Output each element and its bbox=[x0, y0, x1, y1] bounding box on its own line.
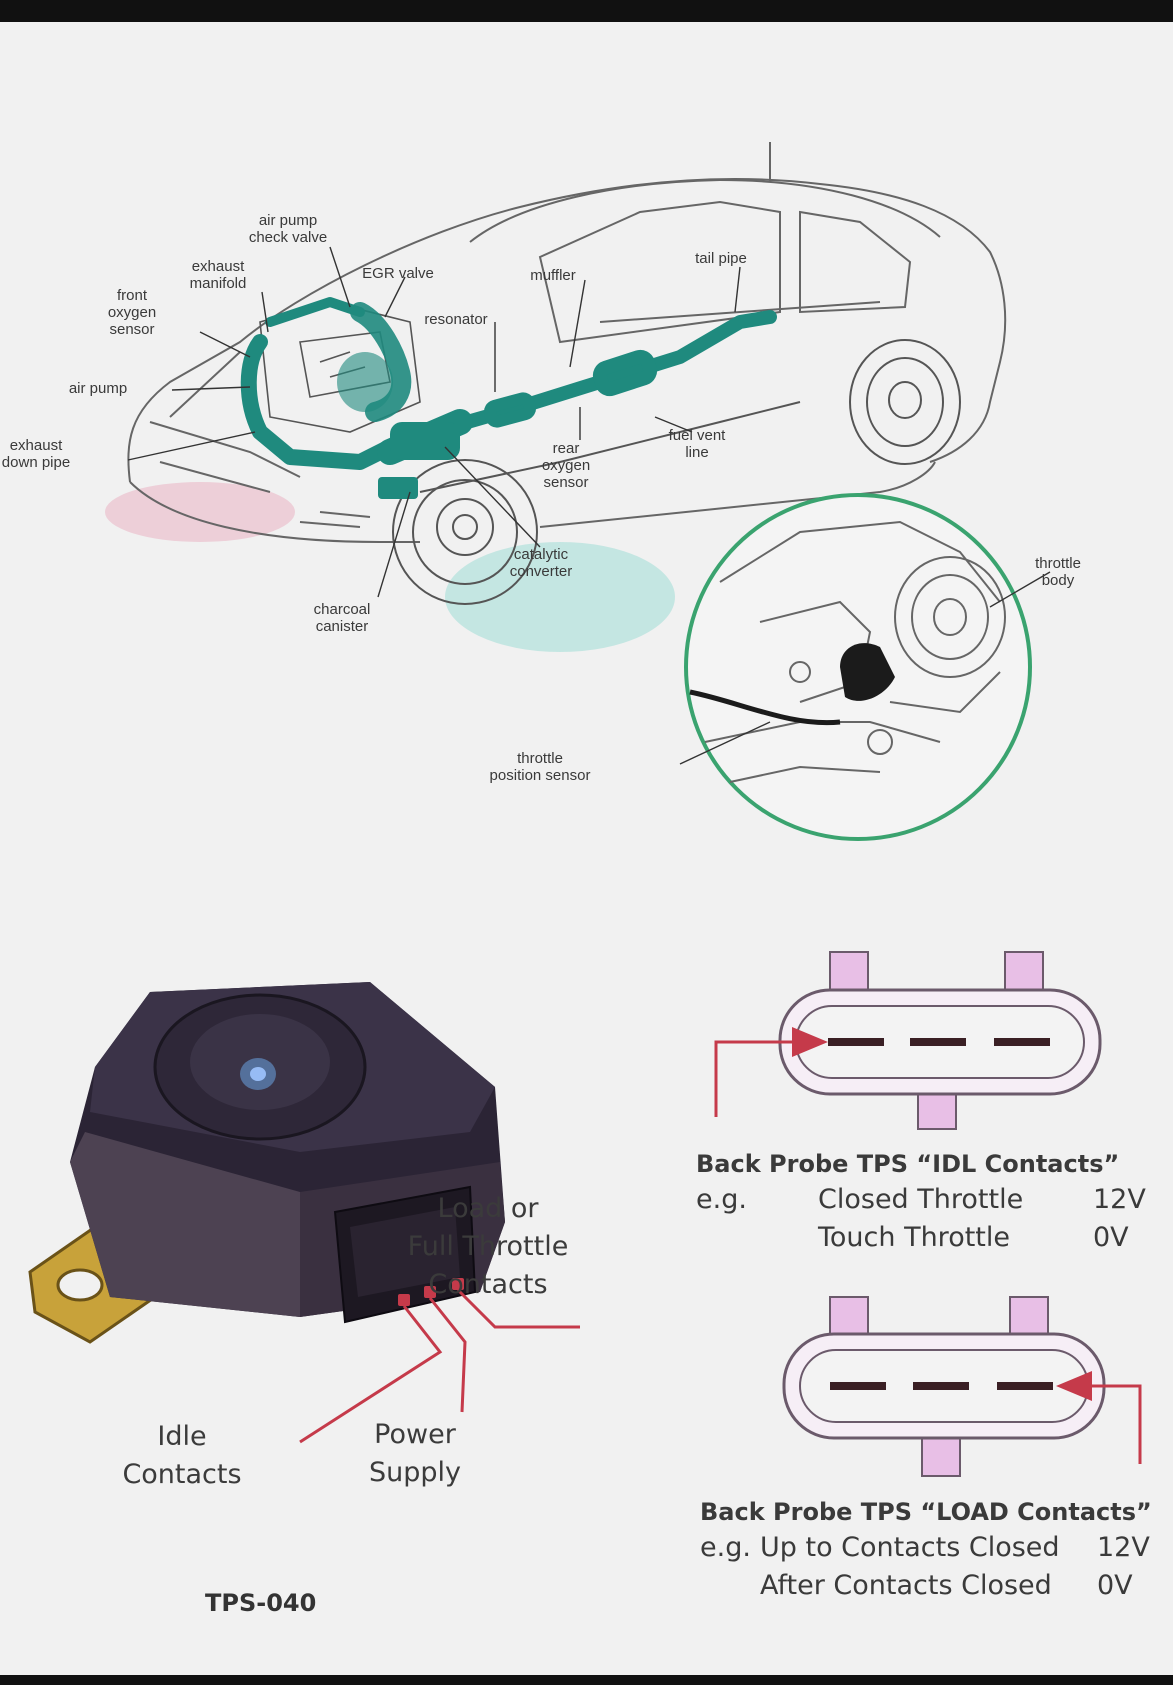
tps-cable bbox=[689, 689, 841, 726]
idl-row-1-condition: Closed Throttle bbox=[818, 1184, 1024, 1215]
idl-pin-3 bbox=[994, 1038, 1050, 1046]
label-throttle-position-sensor: throttle position sensor bbox=[489, 750, 591, 784]
tps-inset-sensor bbox=[840, 643, 895, 701]
car-leader-lines bbox=[127, 246, 741, 598]
idl-probe-arrow bbox=[714, 1027, 828, 1117]
tps-body bbox=[70, 982, 505, 1324]
label-fuel-vent-line: fuel vent line bbox=[668, 427, 726, 461]
idl-pin-2 bbox=[910, 1038, 966, 1046]
load-row-2-condition: After Contacts Closed bbox=[760, 1570, 1052, 1601]
tps-pins bbox=[398, 1278, 464, 1306]
fuel-vent-line-pipe bbox=[419, 401, 801, 493]
throttle-body-inset bbox=[679, 493, 1051, 841]
load-pin-2 bbox=[913, 1382, 969, 1390]
idl-probe-title: Back Probe TPS “IDL Contacts” bbox=[696, 1150, 1120, 1178]
label-idle-contacts: Idle Contacts bbox=[122, 1421, 242, 1490]
idl-pin-1 bbox=[828, 1038, 884, 1046]
front-wheel bbox=[392, 459, 538, 605]
load-row-2-voltage: 0V bbox=[1097, 1570, 1133, 1601]
label-resonator: resonator bbox=[424, 311, 488, 328]
connector-diagrams bbox=[714, 951, 1142, 1477]
label-catalytic-converter: catalytic converter bbox=[509, 546, 573, 580]
label-load-contacts: Load or Full Throttle Contacts bbox=[407, 1193, 569, 1300]
label-exhaust-down-pipe: exhaust down pipe bbox=[1, 437, 71, 471]
exhaust-manifold-shape bbox=[337, 352, 393, 412]
car-emissions-diagram bbox=[105, 142, 1051, 841]
label-charcoal-canister: charcoal canister bbox=[313, 601, 371, 635]
wheel-glow bbox=[445, 542, 675, 652]
rear-wheel bbox=[849, 339, 961, 465]
label-air-pump-check-valve: air pump check valve bbox=[248, 212, 328, 246]
load-pin-3 bbox=[997, 1382, 1053, 1390]
label-egr-valve: EGR valve bbox=[362, 265, 434, 282]
charcoal-canister-shape bbox=[378, 477, 418, 499]
label-front-oxygen-sensor: front oxygen sensor bbox=[107, 287, 157, 338]
load-eg: e.g. bbox=[700, 1532, 751, 1563]
tps-leader-lines bbox=[299, 1288, 580, 1444]
load-row-1-voltage: 12V bbox=[1097, 1532, 1150, 1563]
label-tail-pipe: tail pipe bbox=[695, 250, 747, 267]
label-air-pump: air pump bbox=[68, 380, 128, 397]
idl-row-2-condition: Touch Throttle bbox=[818, 1222, 1010, 1253]
label-power-supply: Power Supply bbox=[368, 1419, 461, 1488]
idl-eg: e.g. bbox=[696, 1184, 747, 1215]
load-row-1-condition: Up to Contacts Closed bbox=[760, 1532, 1060, 1563]
catalytic-converter-shape bbox=[390, 422, 460, 460]
label-rear-oxygen-sensor: rear oxygen sensor bbox=[541, 440, 591, 491]
load-pin-1 bbox=[830, 1382, 886, 1390]
load-connector bbox=[782, 1296, 1142, 1477]
label-exhaust-manifold: exhaust manifold bbox=[189, 258, 247, 292]
label-muffler: muffler bbox=[530, 267, 576, 284]
load-probe-arrow bbox=[1056, 1371, 1142, 1464]
car-shadow bbox=[105, 482, 295, 542]
idl-row-1-voltage: 12V bbox=[1093, 1184, 1146, 1215]
load-probe-title: Back Probe TPS “LOAD Contacts” bbox=[700, 1498, 1152, 1526]
idl-row-2-voltage: 0V bbox=[1093, 1222, 1129, 1253]
tps-part-number: TPS-040 bbox=[205, 1589, 317, 1617]
tps-sensor-illustration bbox=[28, 982, 580, 1444]
label-throttle-body: throttle body bbox=[1035, 555, 1081, 589]
idl-connector bbox=[714, 951, 1102, 1130]
car-body bbox=[127, 142, 1007, 543]
